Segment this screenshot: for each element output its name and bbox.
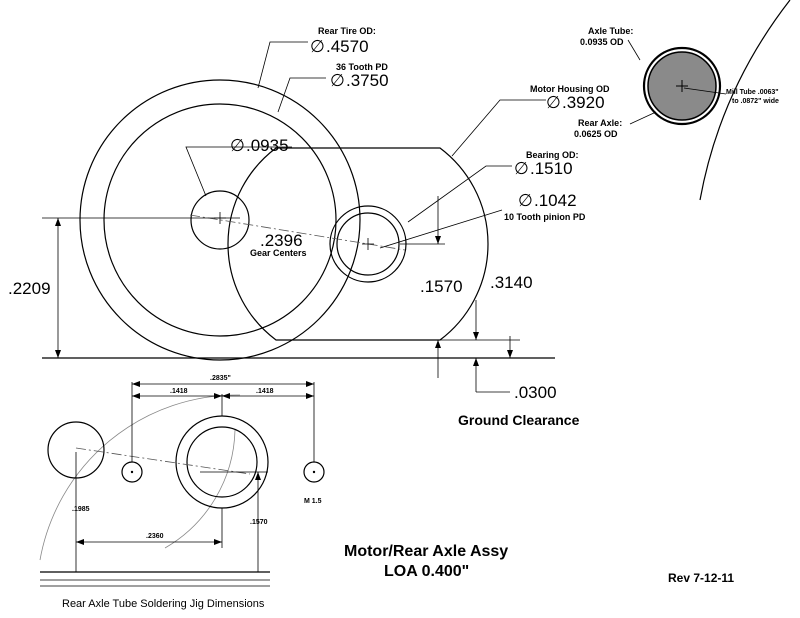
- pinion-leader: [379, 209, 503, 249]
- axle-tube-leader: [627, 39, 641, 61]
- gear-36-label: 36 Tooth PD: [336, 62, 388, 72]
- jig-arc-right: [164, 429, 236, 549]
- jig-dim-2360-arrow-l: [76, 539, 84, 545]
- motor-housing-label: Motor Housing OD: [530, 84, 610, 94]
- axle-tube-detail: Axle Tube: 0.0935 OD Rear Axle: 0.0625 O…: [574, 0, 791, 201]
- pinion-value: .1042: [534, 191, 577, 210]
- title-line-1: Motor/Rear Axle Assy: [344, 543, 508, 560]
- jig-dim-2835-arrow-r: [306, 381, 314, 387]
- jig-m15-label: M 1.5: [304, 498, 322, 505]
- detail-center-mark: [676, 80, 688, 92]
- axle-tube-value: 0.0935 OD: [580, 37, 624, 47]
- dim-1570-value: .1570: [420, 277, 463, 296]
- motor-housing-value: .3920: [562, 93, 605, 112]
- axle-circle: [190, 190, 250, 250]
- rear-tire-dia-symbol: ∅: [310, 37, 325, 56]
- dim-0300-arrow-a: [473, 332, 479, 340]
- title-line-2: LOA 0.400": [384, 563, 469, 580]
- tire-arc-detail: [699, 0, 791, 201]
- jig-dim-1418-a-value: .1418: [170, 388, 188, 395]
- jig-dim-1418-b-value: .1418: [256, 388, 274, 395]
- pinion-center-mark: [362, 238, 374, 250]
- gear-36-value: .3750: [346, 71, 389, 90]
- gear-36-dia-symbol: ∅: [330, 71, 345, 90]
- jig-dim-1570-value: .1570: [250, 519, 268, 526]
- dim-2209-value: .2209: [8, 279, 51, 298]
- rear-tire-leader: [257, 41, 308, 89]
- jig-pin-left-dot: [130, 470, 134, 474]
- jig-arc-left: [39, 394, 241, 561]
- revision-label: Rev 7-12-11: [668, 571, 734, 585]
- jig-dim-1985-value: .1985: [72, 506, 90, 513]
- axle-dia-symbol: ∅: [230, 136, 245, 155]
- dim-3140-value: .3140: [490, 273, 533, 292]
- main-assembly-view: Rear Tire OD: ∅ .4570 36 Tooth PD ∅ .375…: [8, 26, 610, 428]
- gear-centers-label: Gear Centers: [250, 248, 307, 258]
- gear-centers-value: .2396: [260, 231, 303, 250]
- gear-36-circle: [103, 103, 337, 337]
- bearing-leader: [407, 165, 512, 223]
- pinion-label: 10 Tooth pinion PD: [504, 212, 586, 222]
- mill-tube-line1: Mill Tube .0063": [726, 89, 779, 96]
- rear-axle-value: 0.0625 OD: [574, 129, 618, 139]
- jig-dim-1418-arrow-m1: [214, 393, 222, 399]
- rear-axle-label: Rear Axle:: [578, 118, 622, 128]
- jig-dim-1418-arrow-l: [132, 393, 140, 399]
- bearing-label: Bearing OD:: [526, 150, 579, 160]
- dim-0300-value: .0300: [514, 383, 557, 402]
- dim-2209-arrow-bottom: [55, 350, 61, 358]
- dim-2209-arrow-top: [55, 218, 61, 226]
- rear-axle-leader: [629, 111, 657, 125]
- motor-housing-dia-symbol: ∅: [546, 93, 561, 112]
- jig-caption: Rear Axle Tube Soldering Jig Dimensions: [62, 598, 265, 610]
- jig-dim-2835-arrow-l: [132, 381, 140, 387]
- bearing-dia-symbol: ∅: [514, 159, 529, 178]
- axle-dia-value: .0935: [246, 136, 289, 155]
- dim-3140-arrow: [507, 350, 513, 358]
- axle-center-mark: [214, 212, 226, 224]
- pinion-dia-symbol: ∅: [518, 191, 533, 210]
- rear-tire-label: Rear Tire OD:: [318, 26, 376, 36]
- axle-dia-leader: [185, 146, 292, 197]
- pinion-circle: [336, 212, 400, 276]
- gear-36-leader: [277, 77, 326, 113]
- jig-dim-1570-arrow: [255, 472, 261, 480]
- dim-1570-lower-arrow: [435, 340, 441, 348]
- axle-tube-label: Axle Tube:: [588, 26, 633, 36]
- rear-tire-circle: [79, 79, 361, 361]
- jig-dim-2835-value: .2835": [210, 375, 231, 382]
- dim-0300-arrow-b: [473, 358, 479, 366]
- mill-tube-leader: [683, 87, 727, 95]
- jig-center-line: [75, 447, 251, 475]
- ground-clearance-label: Ground Clearance: [458, 412, 580, 428]
- title-block: Motor/Rear Axle Assy LOA 0.400" Rev 7-12…: [344, 543, 734, 585]
- soldering-jig-view: .2835" .1418 .1418 .1985 .2360 .1570 M 1…: [39, 375, 325, 610]
- dim-1570-arrow: [435, 236, 441, 244]
- jig-dim-2360-value: .2360: [146, 533, 164, 540]
- jig-pin-right-dot: [312, 470, 316, 474]
- jig-bearing-outer: [175, 415, 269, 509]
- rear-tire-value: .4570: [326, 37, 369, 56]
- motor-housing-leader: [451, 99, 546, 157]
- jig-dim-2360-arrow-r: [214, 539, 222, 545]
- jig-dim-1418-arrow-r: [306, 393, 314, 399]
- mill-tube-line2: to .0872" wide: [732, 98, 779, 105]
- bearing-value: .1510: [530, 159, 573, 178]
- jig-bearing-inner: [186, 426, 258, 498]
- jig-dim-1418-arrow-m2: [222, 393, 230, 399]
